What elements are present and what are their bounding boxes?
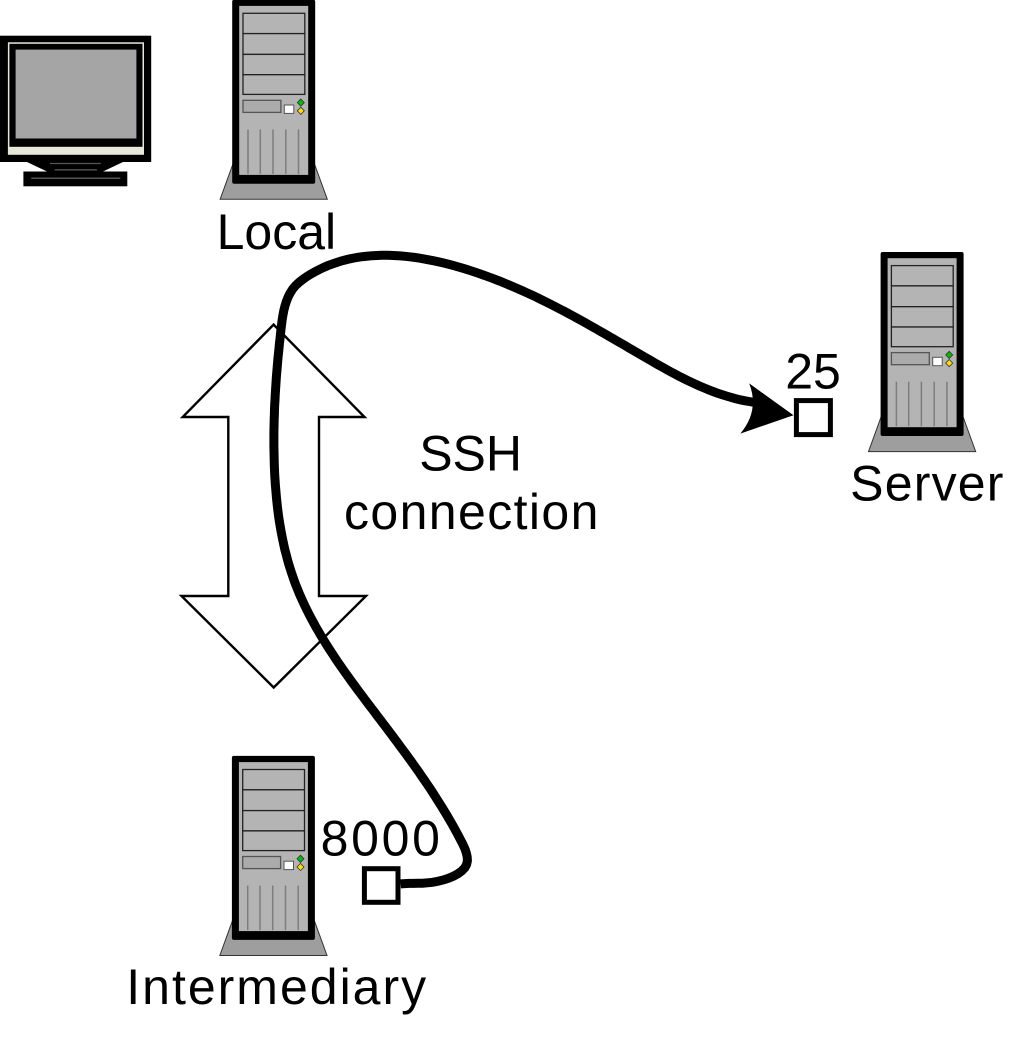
svg-text:SSH: SSH <box>419 426 522 482</box>
svg-text:Server: Server <box>850 455 1004 511</box>
svg-text:Local: Local <box>217 204 337 260</box>
svg-text:connection: connection <box>344 484 600 540</box>
svg-text:25: 25 <box>785 343 841 399</box>
svg-text:8000: 8000 <box>321 811 443 867</box>
svg-text:Intermediary: Intermediary <box>126 959 428 1015</box>
